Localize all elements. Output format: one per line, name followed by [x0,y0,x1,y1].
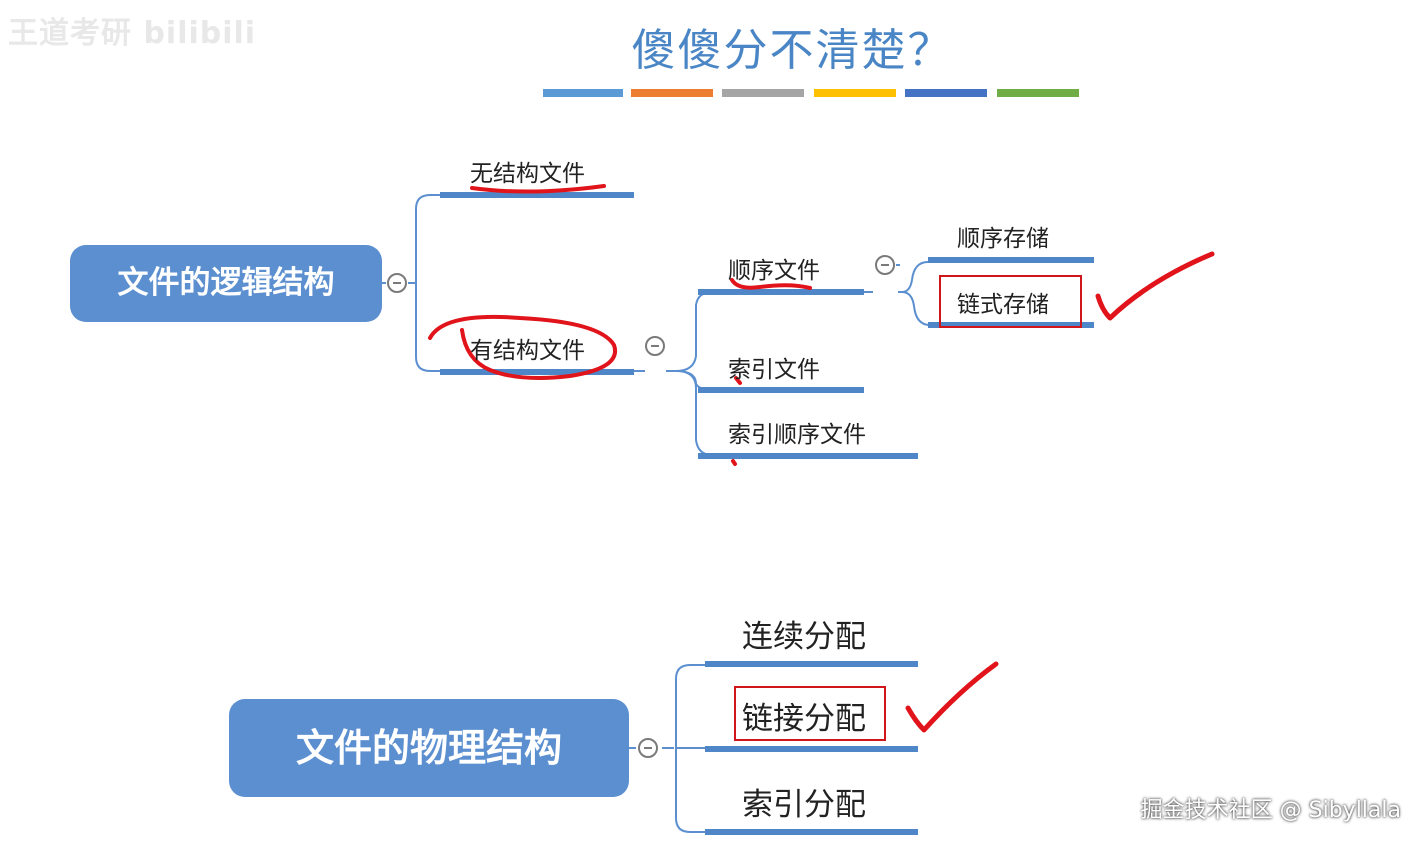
color-bar-segment-2 [631,89,713,97]
node-contiguous-allocation: 连续分配 [742,619,866,655]
page-title: 傻傻分不清楚？ [631,25,954,76]
node-linked-allocation: 链接分配 [742,701,866,737]
node-indexed-allocation: 索引分配 [742,787,866,823]
red-dot-indexed-sequential [731,459,737,466]
color-bar-segment-3 [722,89,804,97]
highlight-box-linked-allocation [734,686,886,741]
highlight-box-chain-storage [939,275,1082,328]
node-sequential-file: 顺序文件 [728,258,820,284]
node-indexed-file: 索引文件 [728,357,820,383]
node-sequential-storage: 顺序存储 [957,226,1049,252]
color-bar-segment-5 [905,89,987,97]
collapse-structured-button[interactable] [645,336,665,356]
watermark-top-left: 王道考研 bilibili [8,16,257,51]
collapse-logical-root-button[interactable] [387,273,407,293]
color-bar-segment-1 [543,89,623,97]
node-unstructured-file: 无结构文件 [470,161,585,187]
red-check-chain-storage [1095,251,1215,321]
collapse-sequential-button[interactable] [875,255,895,275]
red-underline-sequential [730,278,812,290]
connector-logical-branch [408,194,440,372]
logical-root-node: 文件的逻辑结构 [70,245,382,322]
connector-sequential-branch [863,261,931,326]
node-structured-file: 有结构文件 [470,338,585,364]
connector-physical-branch [662,664,705,833]
collapse-physical-root-button[interactable] [638,738,658,758]
color-bar-segment-4 [814,89,896,97]
node-chain-storage: 链式存储 [957,292,1049,318]
connector-structured-branch [633,291,713,456]
red-dot-indexed [734,376,742,385]
red-check-linked-alloc [905,661,999,733]
red-circle-structured [428,314,618,380]
red-underline-unstructured [470,184,606,194]
node-indexed-sequential-file: 索引顺序文件 [728,422,866,448]
watermark-bottom-right: 掘金技术社区 @ Sibyllala [1140,798,1401,823]
color-bar-segment-6 [997,89,1079,97]
physical-root-node: 文件的物理结构 [229,699,629,797]
